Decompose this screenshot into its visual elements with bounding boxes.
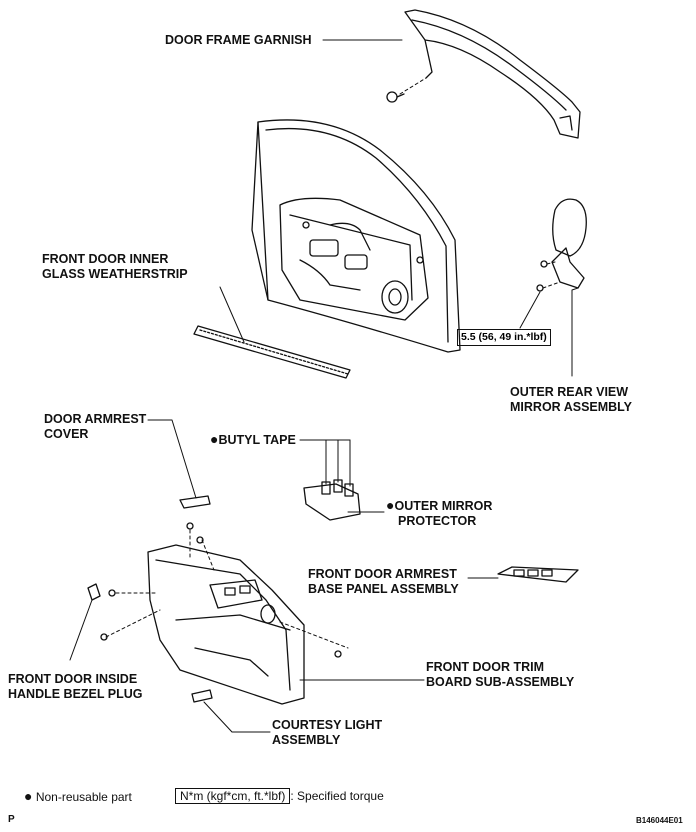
- label-outer-mirror: OUTER REAR VIEW MIRROR ASSEMBLY: [510, 385, 632, 415]
- trim-screw-dash-top2: [201, 539, 215, 571]
- trim-screw-3: [108, 589, 116, 597]
- armrest-cover-leader: [147, 419, 197, 499]
- torque-spec-box: 5.5 (56, 49 in.*lbf): [457, 329, 551, 346]
- armrest-cover-part: [179, 495, 211, 509]
- figure-id: B146044E01: [636, 816, 683, 825]
- label-trim-board: FRONT DOOR TRIM BOARD SUB-ASSEMBLY: [426, 660, 574, 690]
- label-bezel-plug-line1: FRONT DOOR INSIDE: [8, 672, 138, 686]
- trim-screw-4: [100, 633, 108, 641]
- door-frame-garnish-part: [404, 9, 581, 139]
- label-armrest-base-line1: FRONT DOOR ARMREST: [308, 567, 457, 581]
- non-reusable-dot-icon: ●: [210, 431, 219, 447]
- label-door-frame-garnish-text: DOOR FRAME GARNISH: [165, 33, 312, 47]
- weatherstrip-leader: [219, 286, 245, 343]
- weatherstrip-part: [193, 325, 351, 379]
- garnish-clip-dashed: [399, 77, 427, 95]
- label-bezel-plug-line2: HANDLE BEZEL PLUG: [8, 687, 143, 701]
- torque-spec-text: 5.5 (56, 49 in.*lbf): [461, 331, 547, 343]
- mirror-dashed-1: [546, 261, 556, 265]
- trim-screw-dash-right: [279, 621, 349, 649]
- bezel-plug-leader: [69, 599, 93, 661]
- mirror-nut-1: [540, 260, 548, 268]
- garnish-clip: [386, 91, 405, 103]
- label-inner-weatherstrip-line2: GLASS WEATHERSTRIP: [42, 267, 188, 281]
- legend-torque-unit: N*m (kgf*cm, ft.*lbf): [175, 788, 291, 804]
- trim-screw-5: [334, 650, 342, 658]
- armrest-base-panel-part: [497, 566, 579, 583]
- bezel-plug-part: [87, 583, 101, 601]
- trim-screw-2: [196, 536, 204, 544]
- label-courtesy-light-line1: COURTESY LIGHT: [272, 718, 383, 732]
- label-courtesy-light-line2: ASSEMBLY: [272, 733, 341, 747]
- non-reusable-dot-icon: ●: [386, 497, 395, 513]
- trim-screw-1: [186, 522, 194, 530]
- outer-mirror-part: [551, 198, 587, 289]
- label-inner-weatherstrip-line1: FRONT DOOR INNER: [42, 252, 169, 266]
- label-butyl-tape: ●BUTYL TAPE: [210, 432, 296, 448]
- torque-leader: [519, 291, 541, 329]
- label-mirror-protector-line1: OUTER MIRROR: [394, 499, 493, 513]
- label-armrest-cover: DOOR ARMREST COVER: [44, 412, 146, 442]
- label-door-frame-garnish: DOOR FRAME GARNISH: [165, 33, 312, 48]
- trim-board-part: [147, 544, 305, 705]
- label-outer-mirror-line1: OUTER REAR VIEW: [510, 385, 629, 399]
- trim-screw-dash-bl: [105, 609, 161, 638]
- legend-non-reusable: ● Non-reusable part: [24, 789, 132, 805]
- label-armrest-base-line2: BASE PANEL ASSEMBLY: [308, 582, 459, 596]
- label-armrest-cover-line2: COVER: [44, 427, 89, 441]
- label-trim-board-line1: FRONT DOOR TRIM: [426, 660, 545, 674]
- label-trim-board-line2: BOARD SUB-ASSEMBLY: [426, 675, 575, 689]
- label-inner-weatherstrip: FRONT DOOR INNER GLASS WEATHERSTRIP: [42, 252, 188, 282]
- legend-non-reusable-text: Non-reusable part: [35, 790, 132, 804]
- mirror-nut-2: [536, 284, 544, 292]
- label-outer-mirror-line2: MIRROR ASSEMBLY: [510, 400, 633, 414]
- label-armrest-base: FRONT DOOR ARMREST BASE PANEL ASSEMBLY: [308, 567, 459, 597]
- page-letter: P: [8, 814, 15, 825]
- mirror-leader: [571, 287, 579, 377]
- legend-torque: N*m (kgf*cm, ft.*lbf): Specified torque: [175, 788, 384, 804]
- legend-torque-desc: : Specified torque: [290, 789, 384, 803]
- label-mirror-protector-line2: PROTECTOR: [398, 514, 477, 528]
- label-bezel-plug: FRONT DOOR INSIDE HANDLE BEZEL PLUG: [8, 672, 143, 702]
- label-courtesy-light: COURTESY LIGHT ASSEMBLY: [272, 718, 382, 748]
- courtesy-light-leader: [203, 701, 271, 733]
- non-reusable-dot-icon: ●: [24, 788, 33, 804]
- door-shell-part: [251, 119, 461, 353]
- label-armrest-cover-line1: DOOR ARMREST: [44, 412, 147, 426]
- label-butyl-tape-text: BUTYL TAPE: [218, 433, 296, 447]
- courtesy-light-part: [191, 689, 213, 703]
- mirror-dashed-2: [542, 281, 561, 289]
- mirror-protector-part: [303, 479, 361, 521]
- label-mirror-protector: ●OUTER MIRROR PROTECTOR: [386, 498, 492, 529]
